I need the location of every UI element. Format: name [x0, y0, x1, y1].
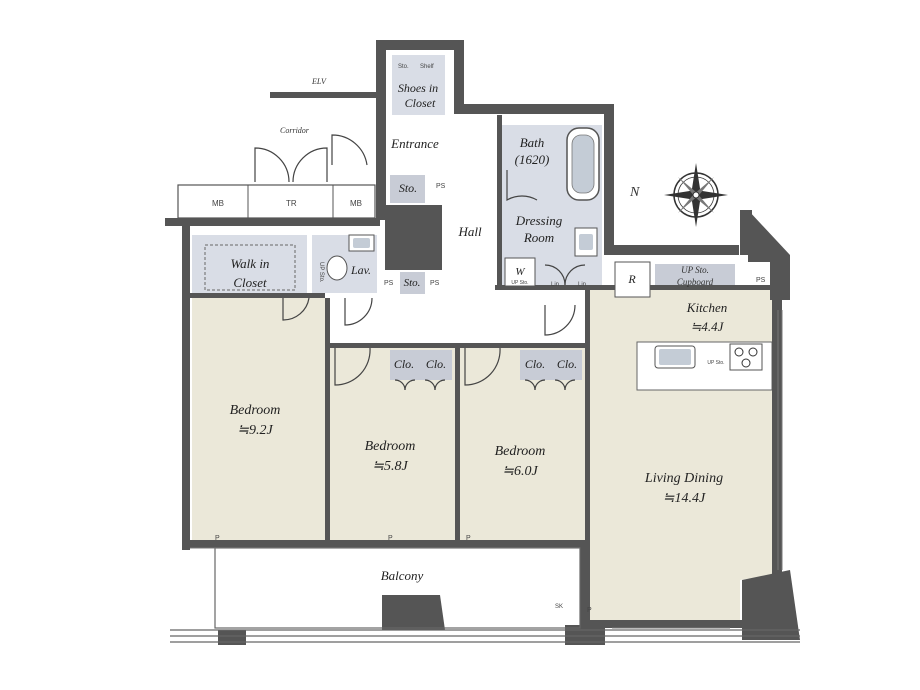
bedroom3-label: Bedroom [495, 444, 546, 459]
walk-in-inner [204, 244, 296, 291]
shoes-closet-label-1: Shoes in [398, 81, 438, 95]
shelf-label: Shelf [420, 64, 434, 70]
bedroom1-label: Bedroom [230, 403, 281, 418]
bedroom2-size: ≒5.8J [372, 459, 408, 474]
clo-label-4: Clo. [557, 357, 577, 371]
living-dining-label: Living Dining [644, 471, 723, 486]
bedroom1-size: ≒9.2J [237, 423, 273, 438]
up-sto-lav-label: UP Sto. [318, 262, 324, 283]
labels: ELV Corridor Sto. Shelf Shoes in Closet … [215, 64, 766, 614]
elv-label: ELV [311, 77, 327, 86]
lav-label: Lav. [350, 263, 371, 277]
corridor-label: Corridor [280, 126, 310, 135]
cupboard-label-2: Cupboard [677, 277, 714, 287]
ps-label-3: PS [430, 280, 440, 287]
bath-size-label: (1620) [515, 152, 550, 167]
lin-label-1: Lin [551, 282, 559, 288]
sto-shelf-label: Sto. [398, 64, 409, 70]
mb-label-1: MB [212, 199, 224, 208]
sto-hall-label: Sto. [404, 277, 421, 289]
clo-label-1: Clo. [394, 357, 414, 371]
kitchen-size-label: ≒4.4J [691, 319, 725, 334]
dressing-label-2: Room [523, 230, 554, 245]
p-label-2: P [388, 535, 393, 542]
walk-in-label-2: Closet [233, 275, 267, 290]
hall-label: Hall [457, 224, 482, 239]
bedroom1-fill [192, 298, 325, 540]
lin-label-2: Lin [578, 282, 586, 288]
sk-label: SK [555, 604, 563, 610]
cupboard-label-1: UP Sto. [681, 265, 709, 275]
ps-label-2: PS [384, 280, 394, 287]
clo-fill-2 [520, 350, 582, 380]
r-label: R [627, 272, 636, 286]
kitchen-fill [645, 290, 772, 340]
mb-label-2: MB [350, 199, 362, 208]
bedroom3-size: ≒6.0J [502, 464, 538, 479]
bath-label: Bath [520, 135, 545, 150]
living-dining-size: ≒14.4J [663, 491, 706, 506]
bedroom2-label: Bedroom [365, 439, 416, 454]
shoes-closet-label-2: Closet [405, 96, 436, 110]
windows [190, 310, 783, 629]
shoes-closet-fill [392, 55, 445, 115]
up-sto-w-label: UP Sto. [511, 280, 528, 286]
w-label: W [515, 266, 525, 278]
toilet [326, 255, 348, 281]
refrigerator [614, 261, 651, 298]
doors [254, 134, 586, 391]
dressing-label-1: Dressing [515, 213, 563, 228]
balcony-label: Balcony [381, 568, 424, 583]
meter-band: MB TR MB [177, 184, 376, 219]
ps-label-4: PS [756, 277, 766, 284]
sto-entrance-label: Sto. [399, 181, 417, 195]
p-label-1: P [215, 535, 220, 542]
kitchen-label: Kitchen [686, 300, 727, 315]
fixtures [204, 127, 763, 371]
clo-label-2: Clo. [426, 357, 446, 371]
sto-entrance-fill [390, 175, 425, 203]
cupboard-fill [655, 264, 735, 289]
entrance-label: Entrance [390, 136, 439, 151]
p-label-4: P [587, 607, 592, 614]
cooktop [729, 343, 763, 371]
up-sto-kitchen-label: UP Sto. [707, 360, 724, 366]
walk-in-label-1: Walk in [231, 256, 270, 271]
p-label-3: P [466, 535, 471, 542]
sto-hall-fill [400, 272, 425, 294]
clo-label-3: Clo. [525, 357, 545, 371]
compass-n-label: N [629, 185, 640, 200]
room-fills [192, 55, 773, 620]
washer [504, 257, 536, 287]
tr-label: TR [286, 199, 297, 208]
compass-rose-icon [664, 163, 728, 227]
balcony-railing [170, 547, 800, 643]
clo-fill-1 [390, 350, 452, 380]
ps-label-1: PS [436, 183, 446, 190]
